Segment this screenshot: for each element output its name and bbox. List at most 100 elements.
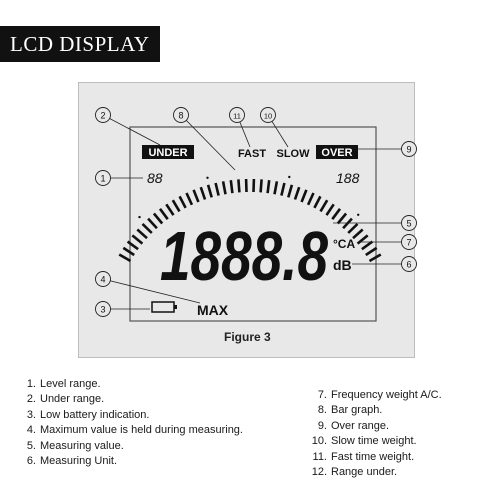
callout-circle-1 [95,170,111,186]
callout-number-9: 9 [406,145,411,155]
legend-item: 4.Maximum value is held during measuring… [22,423,243,438]
callout-leader-4 [102,278,201,304]
legend-item-text: Slow time weight. [331,435,417,448]
battery-icon [151,301,177,313]
legend-item-text: Measuring Unit. [40,454,118,467]
legend-item-text: Over range. [331,419,390,432]
figure-caption: Figure 3 [224,330,271,344]
bar-graph-segment [266,180,271,194]
legend-item-number: 1. [26,378,36,390]
lcd-screen-outline [129,126,377,322]
legend-item-number: 9. [317,419,327,432]
callout-number-3: 3 [100,305,105,315]
bar-graph-segment [259,179,263,193]
bar-graph-segment [158,208,169,220]
bar-graph-segment [237,179,241,193]
bar-graph-segment [319,199,329,213]
bar-graph-segment [131,234,144,245]
bar-graph-scale-dot [138,215,141,219]
bar-graph-segment [126,240,139,251]
bar-graph-segment [199,186,207,200]
bar-graph-segment [361,240,374,251]
bar-graph [118,175,382,263]
callout-circle-6 [401,256,417,272]
bar-graph-segment [221,181,227,195]
callout-leader-8 [180,114,236,171]
callout-circle-8 [173,107,189,123]
bar-graph-segment [365,246,378,257]
bar-graph-segment [178,195,187,209]
bar-graph-scale-dot [288,175,291,179]
callout-number-4: 4 [100,275,105,285]
legend-item: 2.Under range. [22,392,243,407]
legend-item-text: Bar graph. [331,404,383,417]
bar-graph-segment [141,222,153,234]
bar-graph-segment [136,228,148,240]
bar-graph-segment [280,182,286,196]
bar-graph-scale-dot [206,176,209,179]
legend-item: 10. Slow time weight. [311,434,442,449]
bar-graph-segment [336,212,348,225]
bar-graph-segment [214,182,220,196]
legend-item-number: 11. [312,450,327,463]
callout-circle-2 [95,107,111,123]
bar-graph-segment [171,199,181,213]
legend-item-text: Frequency weight A/C. [331,389,442,401]
over-indicator-bg [316,145,358,159]
callout-number-8: 8 [178,111,183,121]
callout-number-6: 6 [406,260,411,270]
callout-circle-5 [401,215,417,231]
over-indicator: OVER [321,147,352,159]
legend-item-number: 10. [311,435,327,448]
legend-item-number: 6. [26,454,36,467]
legend-item-number: 5. [26,439,36,452]
legend-item: 1. Level range. [22,377,243,392]
legend-left: 1. Level range. 2.Under range.3. Low batter… [22,377,243,469]
legend-item-number: 3. [26,408,36,421]
legend-item-text: Fast time weight. [331,450,415,463]
bar-graph-segment [273,181,279,195]
legend-item-text: Low battery indication. [40,408,150,421]
bar-graph-segment [185,192,194,206]
legend-item: 9. Over range. [311,419,442,434]
slow-indicator: SLOW [277,148,311,160]
lcd-panel [78,82,415,358]
under-indicator-bg [142,145,194,159]
db-unit: dB [333,257,352,273]
bar-graph-segment [347,222,359,234]
bar-graph-scale-dot [357,213,360,216]
bar-graph-segment [300,189,308,203]
legend-item-number: 8. [317,404,327,417]
bar-graph-segment [356,234,369,245]
bar-graph-segment [313,195,322,209]
callout-circle-9 [401,141,417,157]
legend-item: 5. Measuring value. [22,439,243,454]
frequency-weight-unit: °CA [333,237,355,251]
bar-graph-segment [287,184,294,198]
callout-leader-2 [102,114,161,146]
callout-number-11: 11 [233,112,241,121]
callout-number-1: 1 [100,174,105,184]
measuring-value-digits: 1888.8 [160,217,328,295]
legend-item-text: Measuring value. [40,439,124,452]
callout-number-7: 7 [406,238,411,248]
lcd-display-title: LCD DISPLAY [0,26,160,62]
legend-right: 7.Frequency weight A/C.8. Bar graph. 9. Ove… [311,388,442,480]
legend-item: 6. Measuring Unit. [22,454,243,469]
callout-number-10: 10 [264,112,272,121]
legend-item: 3. Low battery indication. [22,408,243,423]
legend-item-text: Level range. [40,378,101,390]
legend-item-text: Maximum value is held during measuring. [40,424,243,437]
legend-item-number: 12. [311,465,327,478]
callout-number-2: 2 [100,111,105,121]
callout-circle-10 [260,107,276,123]
under-indicator: UNDER [148,147,187,159]
callout-circle-11 [229,107,245,123]
legend-item: 11. Fast time weight. [311,450,442,465]
callout-circle-4 [95,271,111,287]
bar-graph-segment [293,186,301,200]
bar-graph-segment [352,228,364,240]
legend-item: 7.Frequency weight A/C. [311,388,442,403]
bar-graph-segment [152,212,164,225]
bar-graph-segment [368,253,382,263]
